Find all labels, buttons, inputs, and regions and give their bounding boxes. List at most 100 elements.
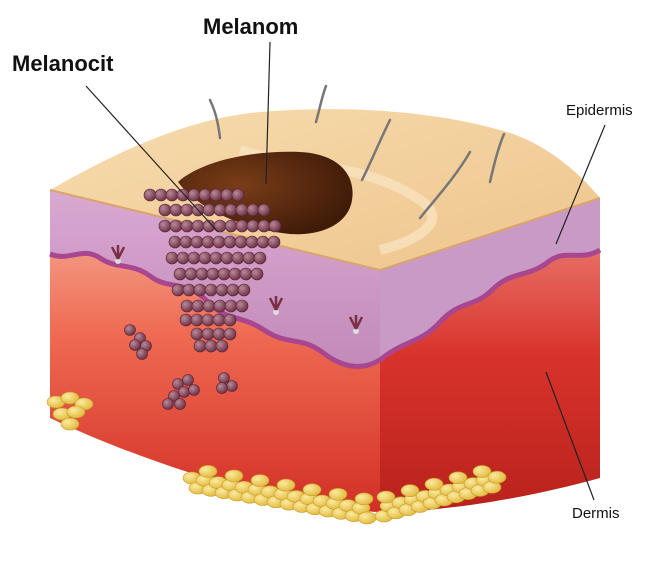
melanocyte-cell-icon [251,268,263,280]
melanocyte-cell-icon [232,189,244,201]
melanocyte-cell-icon [192,300,204,312]
melanocyte-cell-icon [243,252,255,264]
epidermis-label: Epidermis [566,102,633,119]
melanocyte-cell-icon [202,236,214,248]
melanocyte-cell-icon [183,284,195,296]
melanocyte-cell-icon [247,204,259,216]
melanocyte-cell-icon [144,189,156,201]
melanocyte-cell-icon [232,252,244,264]
melanocyte-cell-icon [194,284,206,296]
fat-cell-icon [355,493,373,505]
melanocyte-cell-icon [229,268,241,280]
melanocyte-cell-icon [185,268,197,280]
melanocyte-cell-icon [225,204,237,216]
melanocyte-cell-icon [181,204,193,216]
melanocyte-cell-icon [240,268,252,280]
melanocyte-cell-icon [207,268,219,280]
fat-cell-icon [61,418,79,430]
melanocyte-cell-icon [227,284,239,296]
melanocyte-cell-icon [174,268,186,280]
melanocyte-cell-icon [203,300,215,312]
melanocyte-cell-icon [236,204,248,216]
melanocyte-cell-icon [224,314,236,326]
melanocyte-cell-icon [181,220,193,232]
melanocyte-cell-icon [125,325,136,336]
fat-cell-icon [358,512,376,524]
melanocyte-cell-icon [205,340,217,352]
fat-cell-icon [251,475,269,487]
melanocyte-cell-icon [225,220,237,232]
melanocyte-cell-icon [214,204,226,216]
melanocyte-cell-icon [180,236,192,248]
fat-cell-icon [199,465,217,477]
melanocyte-cell-icon [246,236,258,248]
melanocyte-cell-icon [254,252,266,264]
melanocyte-cell-icon [166,252,178,264]
melanocyte-cell-icon [180,314,192,326]
melanocyte-cell-icon [159,220,171,232]
melanocyte-cell-icon [196,268,208,280]
melanocyte-cell-icon [213,328,225,340]
fat-cell-icon [67,406,85,418]
melanocyte-cell-icon [258,220,270,232]
melanocyte-cell-icon [269,220,281,232]
fat-cell-icon [329,488,347,500]
melanocyte-cell-icon [155,189,167,201]
melanocyte-cell-icon [166,189,178,201]
melanocyte-cell-icon [202,328,214,340]
melanocyte-cell-icon [219,373,230,384]
melanocyte-cell-icon [205,284,217,296]
fat-cell-icon [303,484,321,496]
melanocyte-cell-icon [235,236,247,248]
melanocyte-cell-icon [191,314,203,326]
melanocyte-cell-icon [210,252,222,264]
melanocyte-cell-icon [217,383,228,394]
melanocyte-cell-icon [194,340,206,352]
melanocyte-cell-icon [177,189,189,201]
melanocyte-cell-icon [172,284,184,296]
melanocyte-cell-icon [170,220,182,232]
melanocyte-cell-icon [210,189,222,201]
melanocyte-cell-icon [216,340,228,352]
melanocyte-cell-icon [177,252,189,264]
melanocyte-cell-icon [163,399,174,410]
melanom-label: Melanom [203,14,298,40]
melanocyte-cell-icon [175,399,186,410]
melanocyte-cell-icon [224,236,236,248]
melanocyte-cell-icon [191,328,203,340]
melanocyte-cell-icon [221,252,233,264]
melanocyte-cell-icon [199,189,211,201]
melanocyte-cell-icon [213,236,225,248]
melanocyte-cell-icon [188,189,200,201]
melanocyte-cell-icon [238,284,250,296]
melanocyte-cell-icon [213,314,225,326]
melanocyte-cell-icon [236,220,248,232]
melanocyte-cell-icon [170,204,182,216]
melanocyte-cell-icon [258,204,270,216]
melanocyte-cell-icon [218,268,230,280]
fat-cell-icon [225,470,243,482]
melanocyte-cell-icon [216,284,228,296]
melanocyte-cell-icon [268,236,280,248]
melanocyte-cell-icon [192,220,204,232]
dermis-label: Dermis [572,505,620,522]
melanocyte-cell-icon [169,236,181,248]
melanocyte-cell-icon [188,252,200,264]
melanocyte-cell-icon [159,204,171,216]
melanocyte-cell-icon [221,189,233,201]
melanocyte-cell-icon [179,387,190,398]
melanocyte-cell-icon [247,220,259,232]
melanocyte-cell-icon [225,300,237,312]
melanocyte-cell-icon [137,349,148,360]
melanocyte-cell-icon [202,314,214,326]
melanocyte-cell-icon [181,300,193,312]
fat-cell-icon [488,471,506,483]
melanocyte-cell-icon [214,300,226,312]
melanocyte-cell-icon [189,385,200,396]
melanocyte-cell-icon [224,328,236,340]
melanocyte-cell-icon [227,381,238,392]
melanocyte-cell-icon [183,375,194,386]
melanocyte-cell-icon [257,236,269,248]
